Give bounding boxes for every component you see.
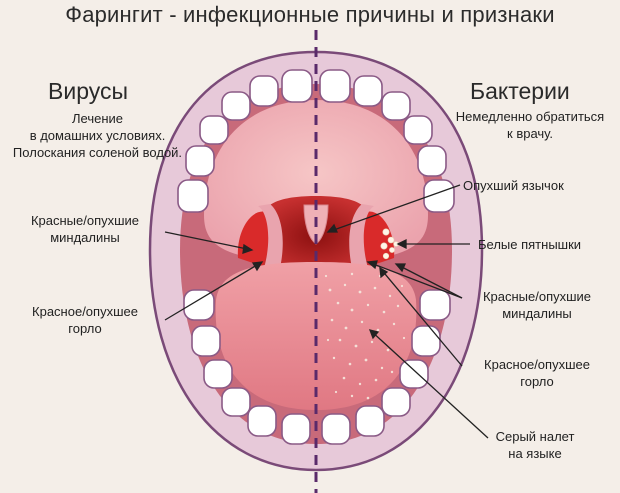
label-line: Красные/опухшие: [30, 213, 140, 228]
label-line: миндалины: [502, 306, 572, 321]
label-line: Красное/опухшее: [484, 357, 590, 372]
label-line: Серый налет: [495, 429, 575, 444]
viruses-heading: Вирусы: [48, 78, 128, 104]
right-tonsil: [362, 211, 395, 266]
bacteria-heading: Бактерии: [470, 78, 570, 104]
left-throat-label: Красное/опухшее горло: [10, 303, 160, 337]
viruses-treatment-note: Лечение в домашних условиях. Полоскания …: [0, 110, 195, 161]
viruses-note-line: в домашних условиях.: [29, 128, 166, 143]
left-tonsils-label: Красные/опухшие миндалины: [10, 212, 160, 246]
label-line: горло: [68, 321, 102, 336]
label-line: на языке: [508, 446, 562, 461]
white-spots-label: Белые пятнышки: [478, 237, 582, 252]
right-tonsil-pillar: [349, 204, 374, 268]
right-tonsils-label: Красные/опухшие миндалины: [462, 288, 612, 322]
page-title: Фарингит - инфекционные причины и призна…: [65, 2, 555, 27]
white-spots: [380, 228, 399, 260]
right-throat-label: Красное/опухшее горло: [462, 356, 612, 390]
bacteria-note-line: Немедленно обратиться: [455, 109, 605, 124]
label-line: Красное/опухшее: [32, 304, 138, 319]
label-line: миндалины: [50, 230, 120, 245]
label-line: горло: [520, 374, 554, 389]
viruses-note-line: Полоскания соленой водой.: [12, 145, 183, 160]
uvula-label: Опухший язычок: [463, 178, 564, 193]
bacteria-note-line: к врачу.: [507, 126, 553, 141]
viruses-note-line: Лечение: [71, 111, 123, 126]
left-tonsil-pillar: [258, 204, 283, 268]
bacteria-note: Немедленно обратиться к врачу.: [440, 108, 620, 142]
left-pointers: [164, 231, 264, 321]
upper-teeth: [177, 69, 455, 213]
tongue-coating: [324, 272, 406, 400]
lower-teeth: [183, 289, 451, 445]
label-line: Красные/опухшие: [482, 289, 592, 304]
tongue-coating-label: Серый налет на языке: [470, 428, 600, 462]
right-pointers: [326, 184, 489, 439]
